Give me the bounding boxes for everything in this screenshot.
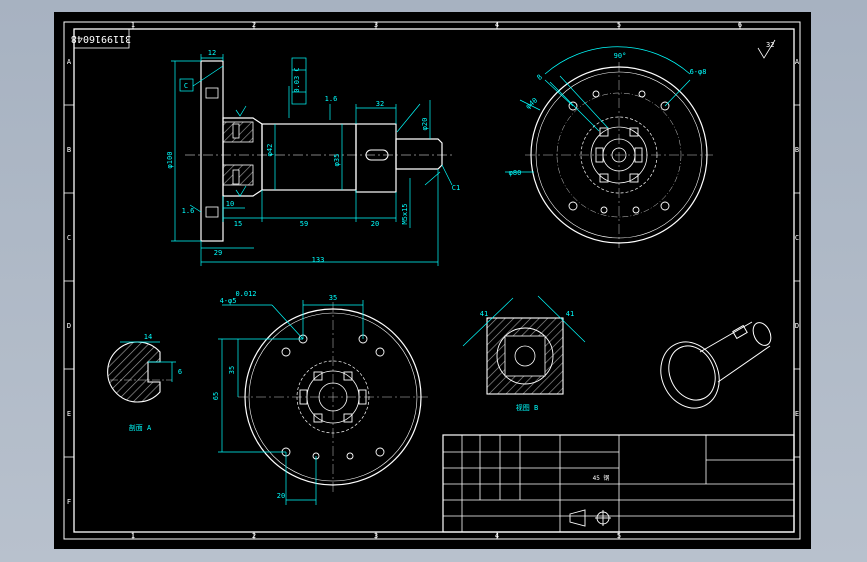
col-label-1b: 1 [131, 532, 135, 540]
surface-finish-symbol [757, 39, 776, 59]
top-right-dims [505, 46, 691, 173]
dim-runout: 0.03 C [293, 67, 301, 92]
front-view-labels: 12 C 0.03 C 1.6 32 φ100 φ42 φ35 φ20 1.6 … [166, 49, 460, 264]
col-label-2: 2 [252, 21, 256, 29]
dim-holes-top: 6-φ8 [690, 68, 707, 76]
dim-section-width: 14 [144, 333, 152, 341]
row-label-a: A [67, 58, 72, 66]
threaded-hole-b [232, 169, 240, 185]
threaded-hole-a [232, 123, 240, 139]
dim-width-top: 8 [536, 73, 544, 82]
col-label-2b: 2 [252, 532, 256, 540]
square-view [486, 317, 564, 395]
col-label-3b: 3 [374, 532, 378, 540]
flange-hole-bottom [205, 206, 219, 218]
drawing-sheet [54, 12, 811, 549]
dim-square-a: 41 [480, 310, 488, 318]
row-label-d-r: D [795, 322, 799, 330]
dim-h35: 35 [228, 366, 236, 374]
square-dims [462, 295, 586, 347]
dim-dia-end: φ20 [421, 118, 429, 131]
dim-w35: 35 [329, 294, 337, 302]
top-right-view [525, 62, 713, 248]
dim-rough-2: 1.6 [182, 207, 195, 215]
square-circle-inner [514, 345, 536, 367]
dim-angle: 90° [614, 52, 627, 60]
dim-section-depth: 6 [178, 368, 182, 376]
outer-frame [63, 21, 801, 540]
dim-l20: 20 [371, 220, 379, 228]
row-label-f: F [67, 498, 71, 506]
square-label: 视图 B [516, 403, 538, 412]
flange-hole-top [205, 87, 219, 99]
dim-holes-bottom: 4-φ5 [220, 297, 237, 305]
row-label-e-r: E [795, 410, 799, 418]
square-inner [504, 335, 546, 377]
bottom-outer-inner [248, 312, 418, 482]
dim-total: 133 [312, 256, 325, 264]
dim-l59: 59 [300, 220, 308, 228]
title-block [442, 434, 795, 533]
drawing-number-box [73, 28, 130, 49]
projection-symbol-icon [569, 509, 611, 527]
col-label-5: 5 [617, 21, 621, 29]
col-label-1: 1 [131, 21, 135, 29]
zone-ticks [64, 22, 800, 539]
section-dims [120, 341, 176, 382]
col-label-6: 6 [738, 21, 742, 29]
row-label-b-r: B [795, 146, 799, 154]
row-label-c: C [67, 234, 71, 242]
title-material: 45 钢 [593, 474, 610, 482]
dim-square-b: 41 [566, 310, 574, 318]
isometric-view [660, 321, 772, 409]
dim-l15: 15 [234, 220, 242, 228]
dim-tolerance: 0.012 [235, 290, 256, 298]
dim-chamfer: C1 [452, 184, 460, 192]
row-label-c-r: C [795, 234, 799, 242]
dim-key-length: 32 [376, 100, 384, 108]
bottom-view [238, 302, 428, 492]
dim-datum: C [184, 82, 188, 90]
row-label-e: E [67, 410, 71, 418]
dim-bolt-circle: φ80 [509, 169, 522, 177]
front-view [185, 60, 452, 242]
dim-dia-flange: φ100 [166, 152, 174, 169]
section-label: 剖面 A [129, 423, 152, 432]
front-view-dimensions [171, 54, 453, 266]
dim-h65: 65 [212, 392, 220, 400]
dim-rough-1: 1.6 [325, 95, 338, 103]
col-label-3: 3 [374, 21, 378, 29]
dim-dia-mid: φ42 [266, 144, 274, 157]
dim-flange-thickness: 12 [208, 49, 216, 57]
surface-finish-value: 32 [766, 41, 774, 49]
bottom-dims [218, 300, 364, 505]
col-label-4b: 4 [495, 532, 499, 540]
drawing-number: 3119916048 [71, 33, 131, 44]
row-label-d: D [67, 322, 71, 330]
dim-l10: 10 [226, 200, 234, 208]
col-label-5b: 5 [617, 532, 621, 540]
square-circle-outer [496, 327, 554, 385]
dim-dia-shaft: φ35 [333, 154, 341, 167]
dim-l29: 29 [214, 249, 222, 257]
dim-thread: M5x15 [401, 203, 409, 224]
col-label-4: 4 [495, 21, 499, 29]
row-label-b: B [67, 146, 71, 154]
dim-w20: 20 [277, 492, 285, 500]
row-label-a-r: A [795, 58, 800, 66]
inner-frame [73, 28, 795, 533]
